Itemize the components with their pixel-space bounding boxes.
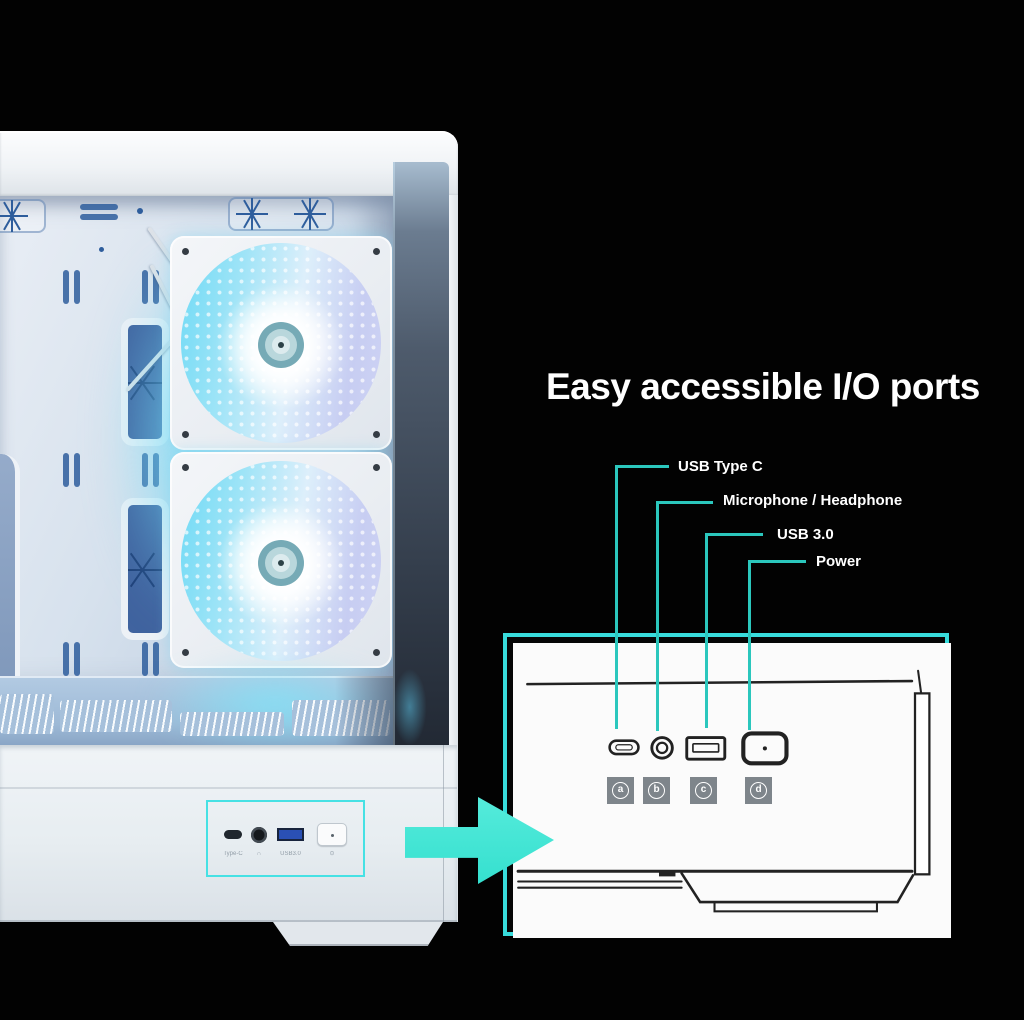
callout-line: [705, 533, 708, 728]
marker-letter: d: [750, 782, 767, 799]
shadow: [335, 676, 395, 745]
vent-star-icon: [294, 198, 326, 230]
port-marker-a: a: [607, 777, 634, 804]
callout-line: [705, 533, 763, 536]
fan-screw: [373, 431, 380, 438]
callout-label-mic-headphone: Microphone / Headphone: [723, 492, 903, 509]
fan-screw: [373, 464, 380, 471]
callout-label-usb-type-c: USB Type C: [678, 458, 763, 475]
side-window-cutout: [0, 454, 20, 690]
callout-line: [748, 560, 806, 563]
rgb-fan-top: [170, 236, 392, 450]
callout-label-power: Power: [816, 553, 862, 570]
callout-line: [615, 465, 669, 468]
audio-port-label: ∩: [256, 851, 262, 857]
usb3-port[interactable]: [277, 828, 304, 841]
shroud-vent: [0, 694, 54, 734]
power-button[interactable]: [317, 823, 347, 846]
vent-slot: [80, 214, 118, 220]
usb3-port-label: USB3.0: [280, 851, 301, 857]
power-led-dot: [331, 834, 334, 837]
case-interior: [0, 196, 395, 690]
diagram-panel: a b c d: [513, 643, 951, 938]
vent-slot: [142, 642, 148, 676]
marker-letter: c: [695, 782, 712, 799]
port-marker-d: d: [745, 777, 772, 804]
vent-slot: [74, 642, 80, 676]
vent-slot: [63, 453, 69, 487]
fan-screw: [373, 649, 380, 656]
usb-c-port-label: Type-C: [223, 851, 243, 857]
usb-c-port[interactable]: [224, 830, 242, 839]
vent-star-icon: [0, 200, 28, 232]
psu-shroud: [0, 662, 400, 748]
callout-line: [748, 560, 751, 730]
power-button-label: ⊙: [329, 851, 335, 857]
page-title: Easy accessible I/O ports: [546, 366, 980, 407]
io-ports-highlight-box: [206, 800, 365, 877]
marker-letter: b: [648, 782, 665, 799]
shroud-vent: [60, 700, 172, 732]
vent-slot: [63, 270, 69, 304]
shroud-vent: [180, 712, 284, 736]
vent-slot: [80, 204, 118, 210]
fan-screw: [182, 248, 189, 255]
pc-case-photo: Type-C ∩ USB3.0 ⊙: [0, 0, 470, 1020]
fan-screw: [182, 649, 189, 656]
vent-star-icon: [236, 198, 268, 230]
front-panel-line-art: [516, 669, 931, 913]
rgb-fan-bottom: [170, 452, 392, 668]
case-foot: [273, 922, 443, 946]
fan-screw: [373, 248, 380, 255]
vent-slot: [74, 453, 80, 487]
fan-hub-dot: [278, 342, 284, 348]
callout-label-usb3: USB 3.0: [777, 526, 834, 543]
callout-line: [656, 501, 659, 731]
screw-hole: [99, 247, 104, 252]
audio-jack-port[interactable]: [251, 827, 267, 843]
io-ports-zoom-diagram: a b c d: [503, 633, 951, 938]
callout-line: [656, 501, 713, 504]
screw-hole: [137, 208, 143, 214]
case-top-panel: [0, 131, 458, 197]
case-right-edge: [449, 195, 458, 922]
panel-seam: [0, 787, 457, 789]
fan-screw: [182, 464, 189, 471]
vent-slot: [74, 270, 80, 304]
fan-screw: [182, 431, 189, 438]
tempered-glass-edge: [393, 162, 449, 745]
port-marker-b: b: [643, 777, 670, 804]
marker-letter: a: [612, 782, 629, 799]
fan-hub-dot: [278, 560, 284, 566]
vent-slot: [63, 642, 69, 676]
vent-slot: [153, 642, 159, 676]
port-marker-c: c: [690, 777, 717, 804]
callout-line: [615, 465, 618, 729]
